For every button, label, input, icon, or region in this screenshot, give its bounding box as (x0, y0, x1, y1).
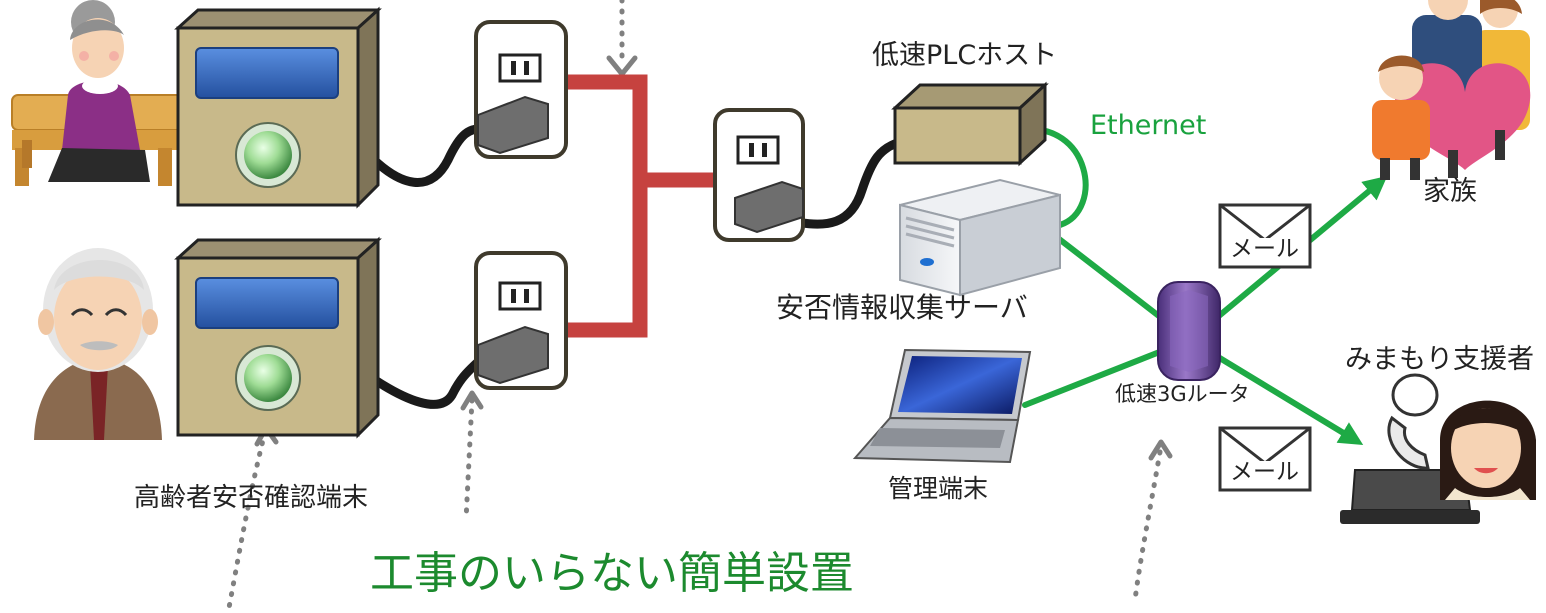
router-label: 低速3Gルータ (1115, 382, 1250, 406)
plc-host-label: 低速PLCホスト (872, 40, 1058, 71)
plc-host-box-icon (891, 81, 1049, 167)
terminal-device-icon (174, 6, 382, 209)
elderly-man-icon (34, 248, 162, 440)
power-outlet-icon (474, 20, 568, 159)
power-outlet-icon (474, 251, 568, 390)
admin-terminal-label: 管理端末 (888, 474, 989, 503)
router-icon (1157, 281, 1221, 381)
phone-icon (1387, 373, 1439, 470)
power-outlet-icon (713, 108, 805, 242)
ethernet-label: Ethernet (1090, 110, 1207, 141)
supporter-label: みまもり支援者 (1345, 344, 1534, 375)
family-label: 家族 (1423, 176, 1477, 207)
laptop-icon (852, 348, 1032, 464)
headline-text: 工事のいらない簡単設置 (370, 548, 854, 599)
mail-label: メール (1228, 236, 1301, 262)
mail-label: メール (1228, 459, 1301, 485)
family-icon (1372, 0, 1531, 180)
server-label: 安否情報収集サーバ (776, 291, 1028, 324)
terminal-device-icon (174, 236, 382, 439)
elderly-woman-icon (11, 0, 183, 186)
server-icon (899, 178, 1061, 297)
power-line (565, 74, 720, 338)
cables (367, 123, 905, 409)
supporter-icon (1340, 400, 1536, 524)
dotted-indicators (225, 0, 1163, 613)
elderly-terminal-label: 高齢者安否確認端末 (134, 483, 369, 513)
